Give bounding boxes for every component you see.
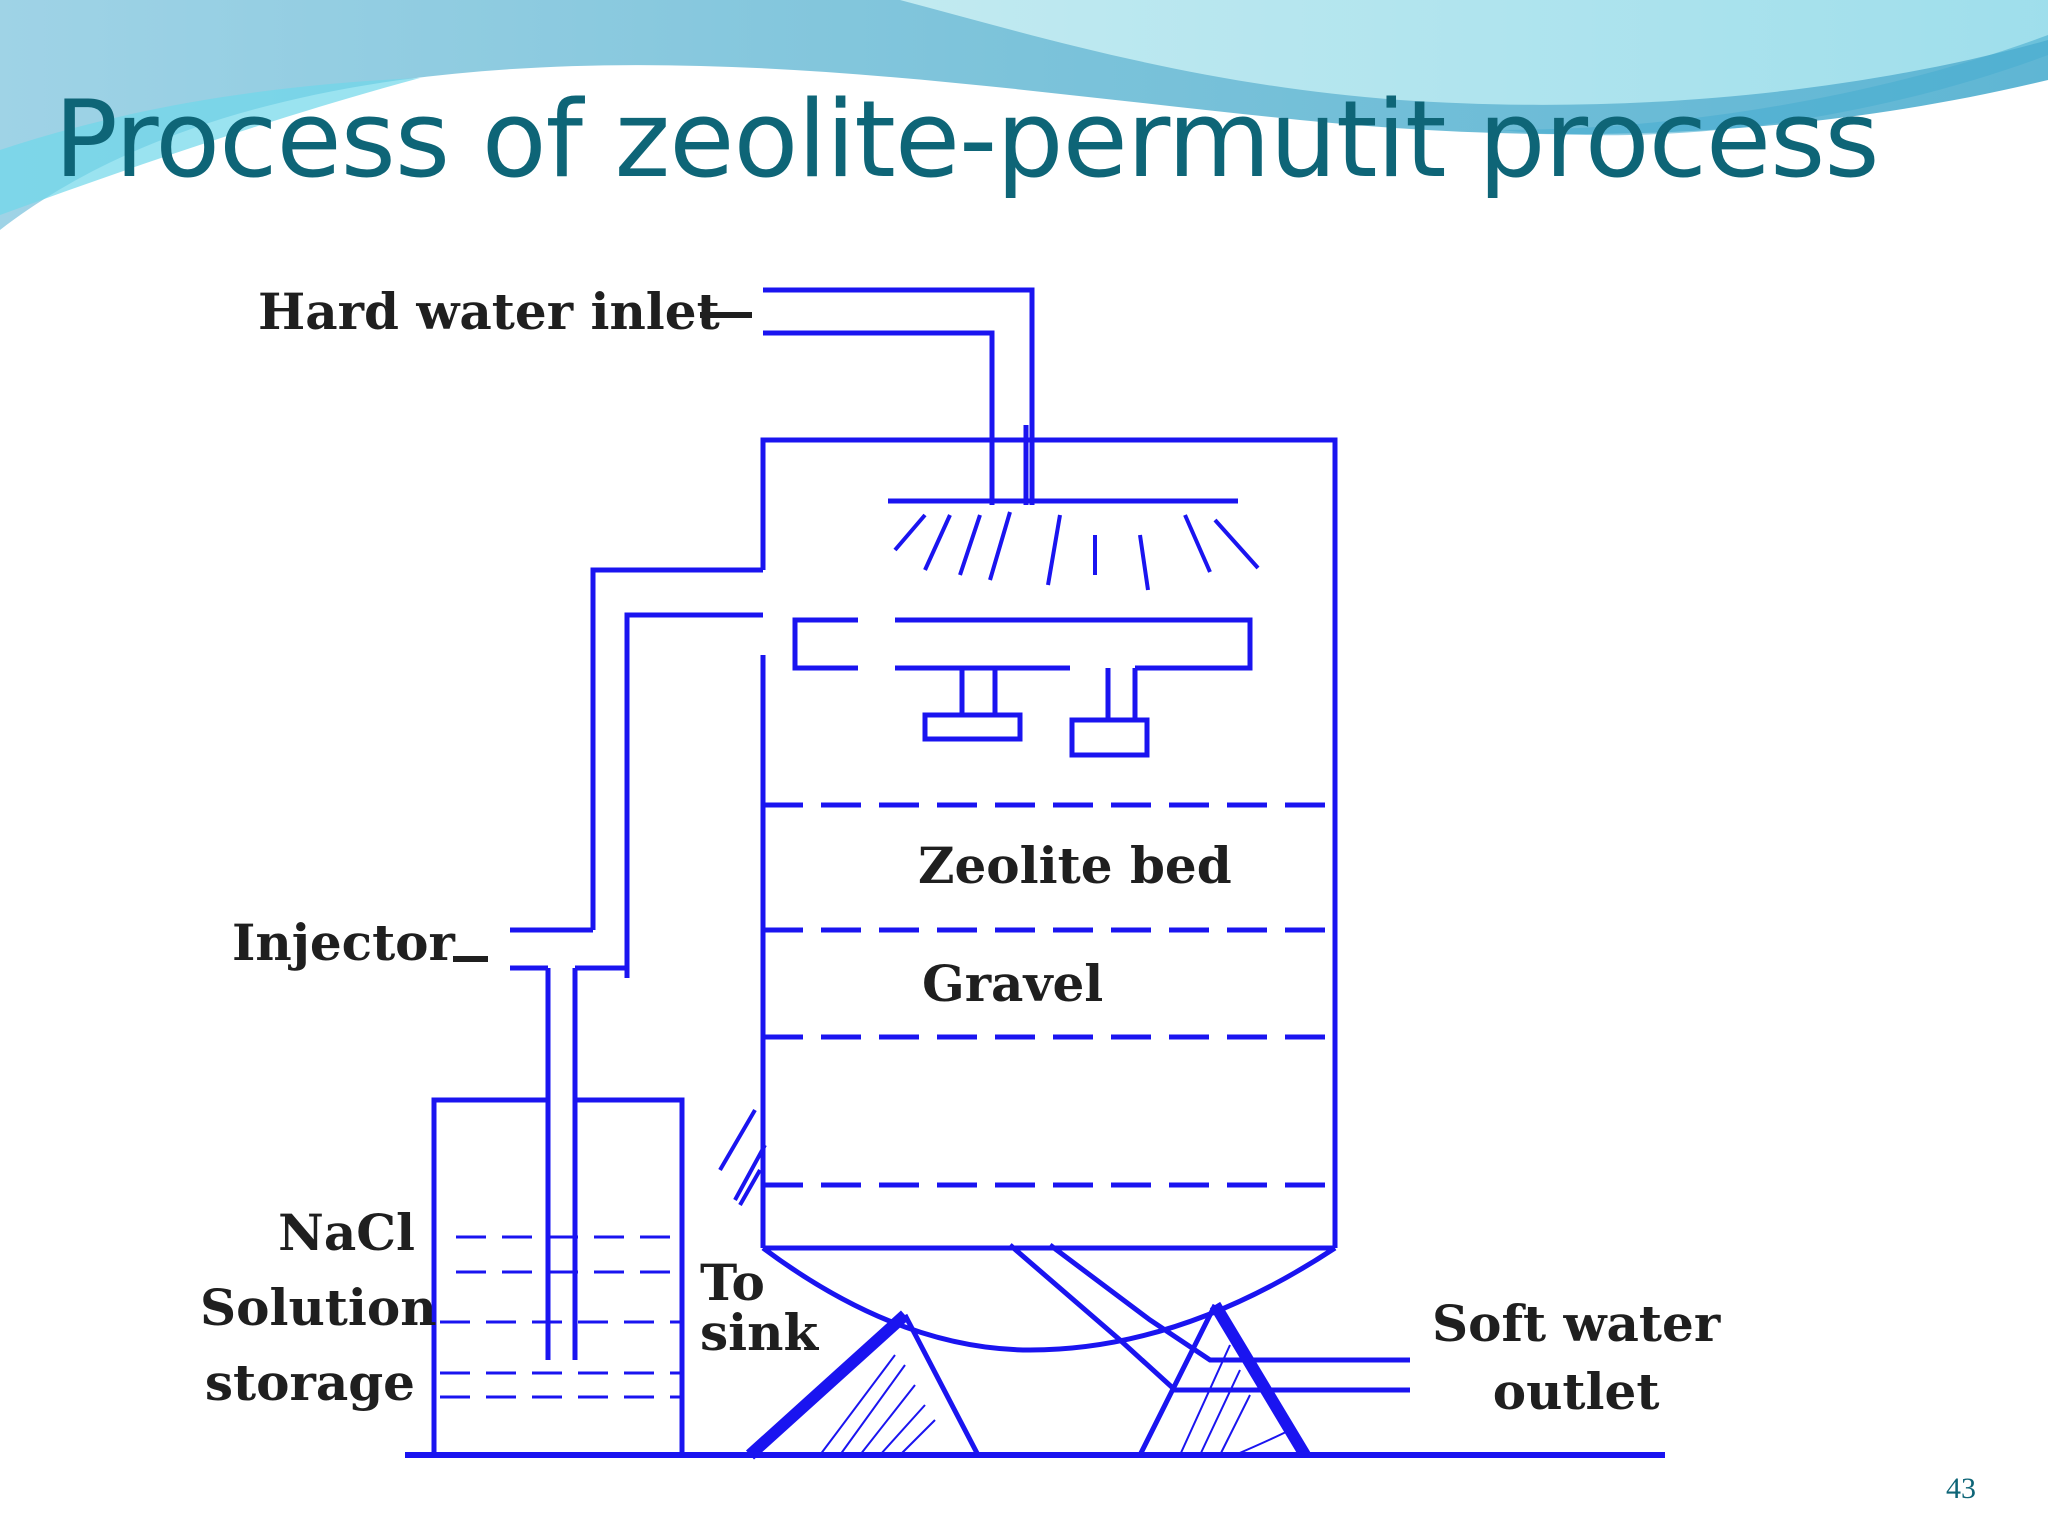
nacl-storage-tank xyxy=(431,1097,685,1455)
injector xyxy=(510,927,627,1360)
slide-title: Process of zeolite-permutit process xyxy=(54,78,1880,201)
label-gravel: Gravel xyxy=(922,954,1104,1013)
label-to-sink: To sink xyxy=(700,1253,819,1362)
spray-jets xyxy=(893,511,1260,591)
page-number: 43 xyxy=(1946,1472,1976,1505)
label-hard-water-inlet: Hard water inlet xyxy=(258,282,720,341)
header-wave xyxy=(0,0,2048,230)
leader-injector xyxy=(453,956,488,962)
softener-tank xyxy=(760,437,1338,1248)
bed-layers xyxy=(763,802,1335,1188)
to-sink-pipe xyxy=(718,1108,767,1206)
support-legs xyxy=(745,1301,1311,1460)
tank-bottom xyxy=(761,1245,1337,1353)
soft-water-outlet-pipe xyxy=(1008,1243,1410,1393)
support-hatching xyxy=(819,1344,1291,1456)
label-nacl-solution-storage: NaCl Solution storage xyxy=(200,1203,437,1412)
label-injector: Injector xyxy=(232,913,455,972)
label-soft-water-outlet: Soft water outlet xyxy=(1432,1294,1721,1421)
leader-hard-water-inlet xyxy=(700,312,752,318)
inlet-pipe xyxy=(763,287,1035,505)
brine-distributor xyxy=(792,617,1253,758)
brine-line xyxy=(590,567,763,978)
label-zeolite-bed: Zeolite bed xyxy=(918,836,1232,895)
